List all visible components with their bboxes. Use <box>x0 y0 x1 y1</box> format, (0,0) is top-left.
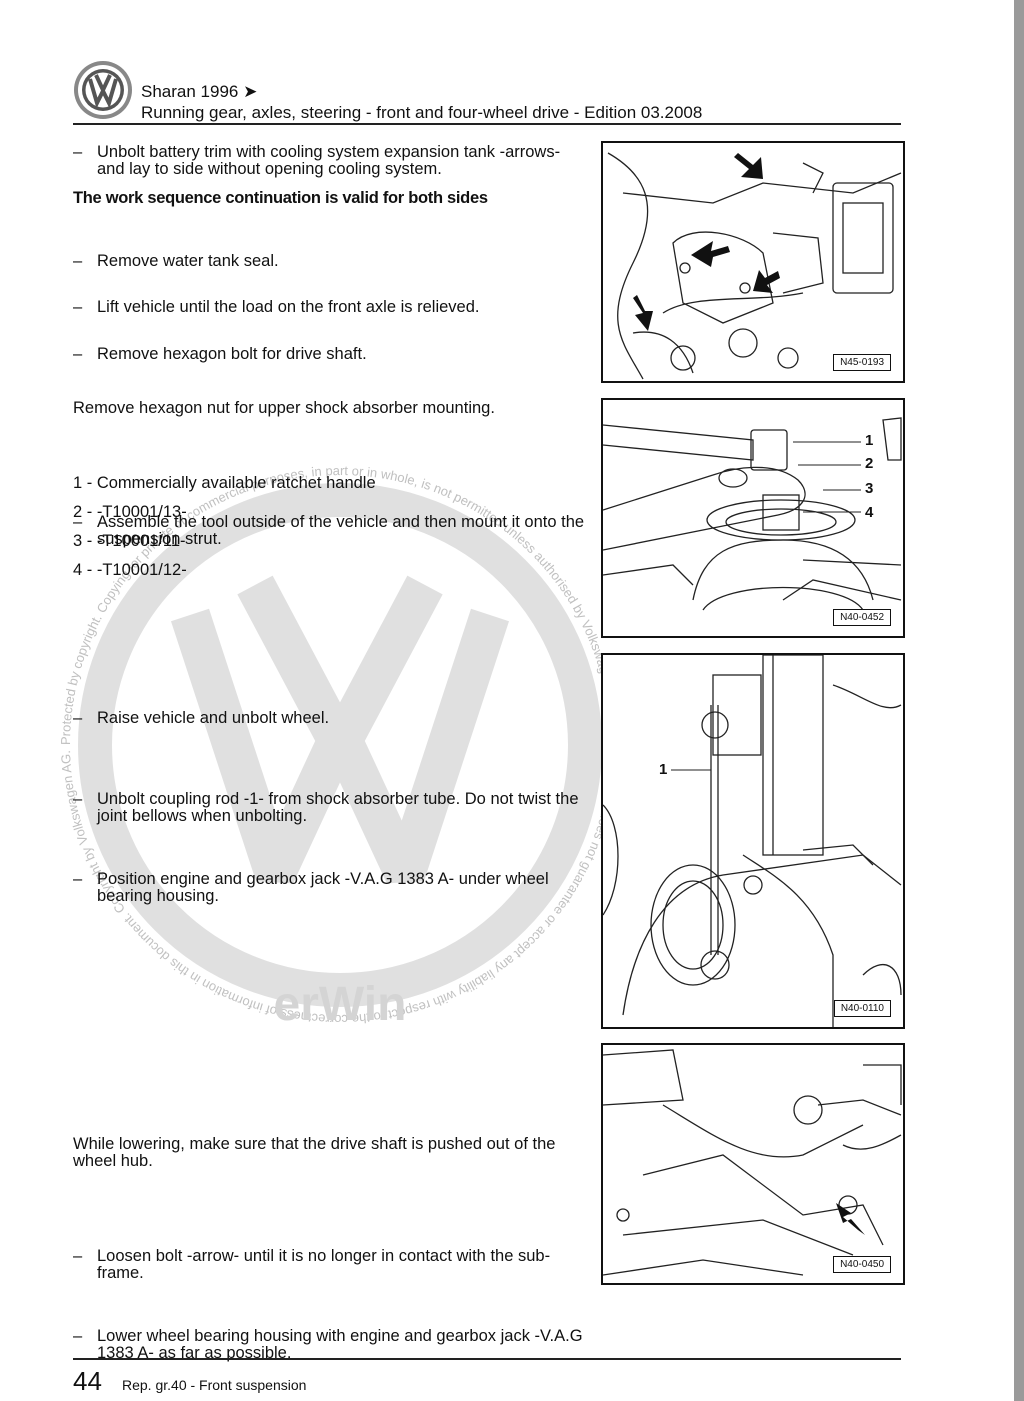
legend-item-1: 1 - Commercially available ratchet handl… <box>73 474 376 492</box>
step-assemble-tool: –Assemble the tool outside of the vehicl… <box>73 513 585 548</box>
figure-wheel-bearing-bolt: N40-0450 <box>601 1043 905 1285</box>
step-remove-seal: –Remove water tank seal. <box>73 252 279 270</box>
callout-3: 3 <box>865 480 874 497</box>
figure-coupling-rod: 1 N40-0110 <box>601 653 905 1029</box>
figure-code-label: N45-0193 <box>833 354 891 371</box>
page-number: 44 <box>73 1366 102 1396</box>
figure-engine-bay: N45-0193 <box>601 141 905 383</box>
figure-tool-assembly-drawing <box>603 417 902 611</box>
step-unbolt-coupling-rod: –Unbolt coupling rod -1- from shock abso… <box>73 790 579 825</box>
figure-code-label: N40-0452 <box>833 609 891 626</box>
footer-rule <box>73 1358 901 1360</box>
legend-item-4: 4 - -T10001/12- <box>73 561 187 579</box>
para-remove-nut: Remove hexagon nut for upper shock absor… <box>73 399 495 417</box>
vw-logo-icon <box>74 61 132 119</box>
figure-tool-assembly: 1 2 3 4 N40-0452 <box>601 398 905 638</box>
callout-1: 1 <box>865 432 874 449</box>
figure-engine-bay-drawing <box>607 152 902 380</box>
header-model: Sharan 1996 ➤ <box>141 82 258 101</box>
figure-code-label: N40-0450 <box>833 1256 891 1273</box>
callout-2: 2 <box>865 455 874 472</box>
header-rule <box>73 123 901 125</box>
arrow-pointer-icon <box>633 153 780 331</box>
step-unbolt-battery-trim: –Unbolt battery trim with cooling system… <box>73 143 561 178</box>
figure-code-label: N40-0110 <box>833 1000 891 1017</box>
callout-1: 1 <box>659 761 668 778</box>
note-both-sides: The work sequence continuation is valid … <box>73 189 488 207</box>
figure-coupling-rod-drawing <box>603 655 902 1027</box>
step-remove-bolt: –Remove hexagon bolt for drive shaft. <box>73 345 367 363</box>
footer-section: Rep. gr.40 - Front suspension <box>122 1377 307 1393</box>
legend-item-3: 3 - -T10001/11- <box>73 532 186 550</box>
header-manual-title: Running gear, axles, steering - front an… <box>141 103 703 122</box>
legend-item-2: 2 - -T10001/13- <box>73 503 187 521</box>
page-edge <box>1014 0 1024 1401</box>
step-lift-vehicle: –Lift vehicle until the load on the fron… <box>73 298 480 316</box>
step-lower-housing: –Lower wheel bearing housing with engine… <box>73 1327 583 1362</box>
callout-4: 4 <box>865 504 874 521</box>
step-loosen-bolt: –Loosen bolt -arrow- until it is no long… <box>73 1247 551 1282</box>
figure-wheel-bearing-drawing <box>603 1049 902 1276</box>
step-position-jack: –Position engine and gearbox jack -V.A.G… <box>73 870 549 905</box>
step-raise-vehicle: –Raise vehicle and unbolt wheel. <box>73 709 330 727</box>
para-while-lowering: While lowering, make sure that the drive… <box>73 1135 556 1170</box>
arrow-pointer-icon <box>836 1203 865 1235</box>
